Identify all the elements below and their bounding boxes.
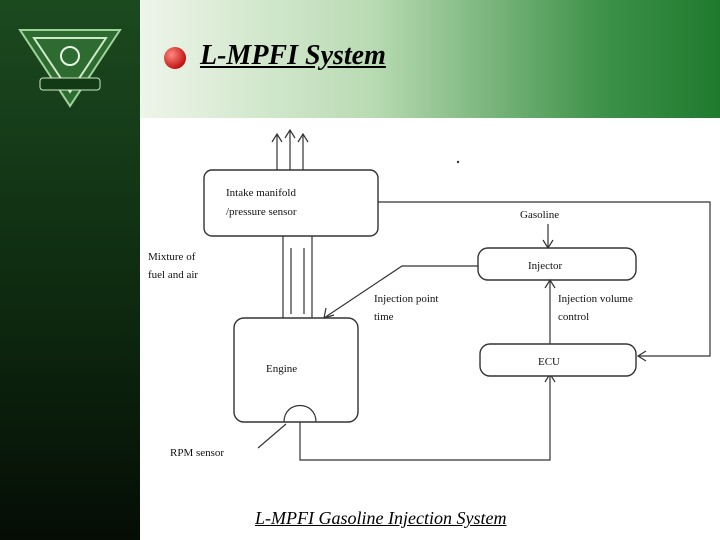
injection-system-diagram: Intake manifold /pressure sensor Mixture… [148,128,711,461]
ecu-label: ECU [538,356,560,368]
air-intake-arrows [271,128,309,172]
slide-title: L-MPFI System [200,40,386,71]
header-banner [140,0,720,118]
intake-runner [282,236,313,318]
injection-point-label-line1: Injection point [374,293,438,305]
rpm-sensor-symbol [283,405,317,423]
intake-label-line2: /pressure sensor [226,206,297,218]
mixture-label-line1: Mixture of [148,251,196,263]
injection-volume-label-line1: Injection volume [558,293,633,305]
injection-line [323,265,478,319]
mixture-label-line2: fuel and air [148,269,198,281]
injector-box [477,247,637,281]
ecu-box [479,343,637,377]
injection-point-label-line2: time [374,311,394,323]
engine-label: Engine [266,363,297,375]
pressure-signal-line [378,201,711,357]
intake-manifold-box [203,169,379,237]
intake-label-line1: Intake manifold [226,187,296,199]
emblem-logo [18,29,122,108]
gasoline-label: Gasoline [520,209,559,221]
injector-label: Injector [528,260,563,272]
rpm-sensor-label: RPM sensor [170,447,224,459]
injection-volume-label-line2: control [558,311,589,323]
engine-box [233,317,359,423]
diagram-caption: L-MPFI Gasoline Injection System [255,508,507,528]
rpm-signal-line [299,374,551,461]
bullet-icon [164,47,186,69]
